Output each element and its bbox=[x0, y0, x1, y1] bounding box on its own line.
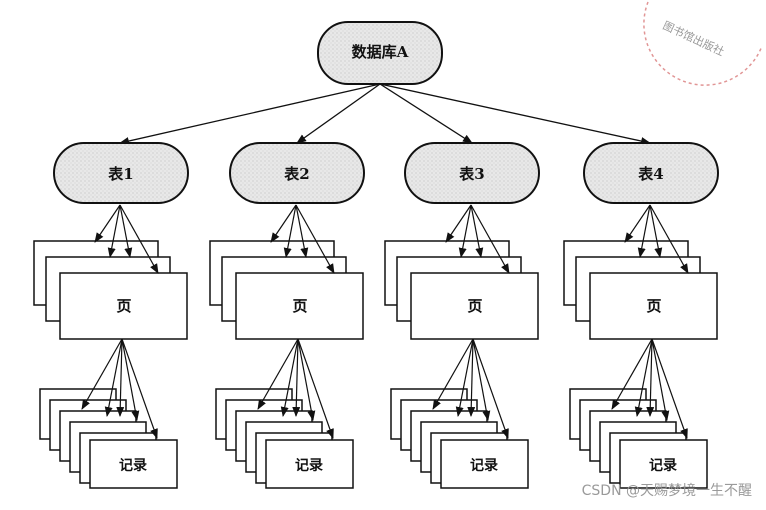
table-label-1: 表1 bbox=[108, 165, 133, 183]
page-stack-4 bbox=[563, 240, 718, 340]
record-stack-1 bbox=[39, 388, 178, 489]
db-to-table-arrows bbox=[119, 83, 651, 145]
table-group-1: 表1 页 记录 bbox=[33, 142, 189, 489]
page-label-1: 页 bbox=[116, 297, 131, 315]
page-stack-1 bbox=[33, 240, 188, 340]
stamp-text: 图书馆出版社 bbox=[661, 18, 727, 59]
record-label-4: 记录 bbox=[649, 458, 677, 474]
table-node-2 bbox=[229, 142, 365, 204]
corner-stamp: 图书馆出版社 bbox=[643, 1, 763, 86]
record-label-2: 记录 bbox=[295, 458, 323, 474]
page-label-2: 页 bbox=[292, 297, 307, 315]
table-label-2: 表2 bbox=[284, 165, 309, 183]
page-stack-2 bbox=[209, 240, 364, 340]
table-group-2: 表2 页 记录 bbox=[209, 142, 365, 489]
table-label-4: 表4 bbox=[638, 165, 663, 183]
record-stack-2 bbox=[215, 388, 354, 489]
page-stack-3 bbox=[384, 240, 539, 340]
page-label-3: 页 bbox=[467, 297, 482, 315]
table-node-4 bbox=[583, 142, 719, 204]
table-group-4: 表4 页 记录 bbox=[563, 142, 719, 489]
table-group-3: 表3 页 记录 bbox=[384, 142, 540, 489]
record-label-1: 记录 bbox=[119, 458, 147, 474]
record-stack-3 bbox=[390, 388, 529, 489]
table-label-3: 表3 bbox=[459, 165, 484, 183]
record-stack-4 bbox=[569, 388, 708, 489]
page-label-4: 页 bbox=[646, 297, 661, 315]
table-node-1 bbox=[53, 142, 189, 204]
csdn-watermark: CSDN @天赐梦境一生不醒 bbox=[581, 483, 752, 499]
database-label: 数据库A bbox=[352, 43, 409, 61]
table-node-3 bbox=[404, 142, 540, 204]
database-node: 数据库A bbox=[317, 21, 443, 85]
record-label-3: 记录 bbox=[470, 458, 498, 474]
